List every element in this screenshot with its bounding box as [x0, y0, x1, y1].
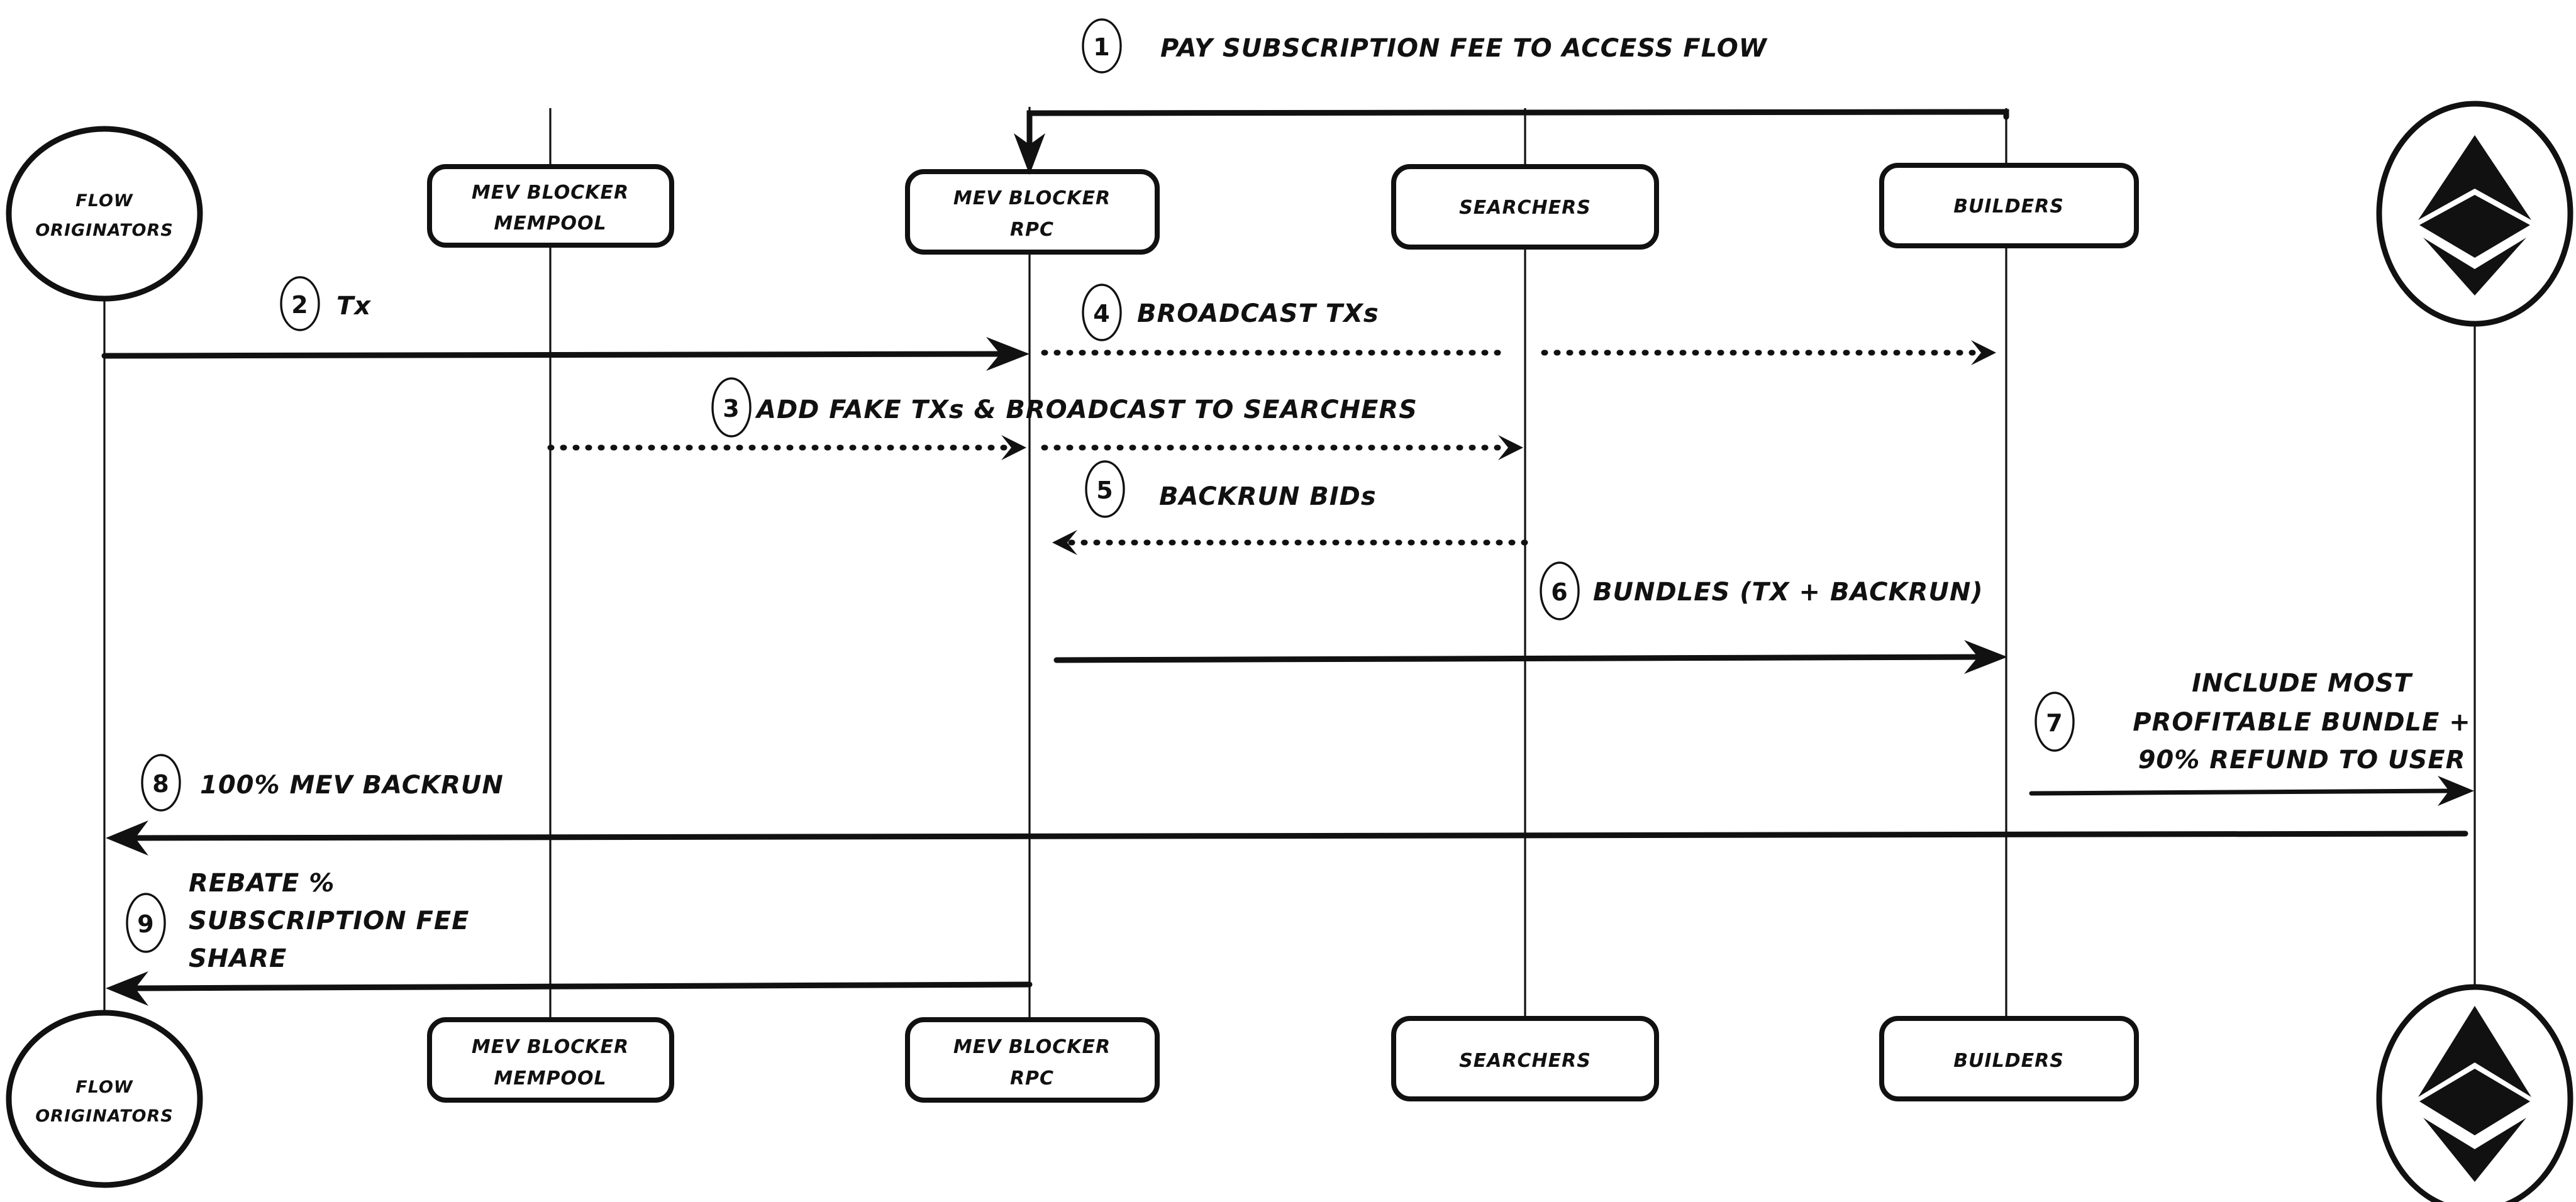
mev-blocker-rpc-box-top	[905, 169, 1160, 255]
message-7-label-line2: PROFITABLE BUNDLE +	[2133, 708, 2471, 737]
message-9[interactable]: 9 REBATE % SUBSCRIPTION FEE SHARE	[106, 869, 1033, 1006]
message-1-number-badge	[1082, 18, 1122, 74]
message-4-arrowhead	[1971, 340, 1996, 365]
node-searchers-top[interactable]: SEARCHERS	[1391, 164, 1659, 250]
message-2-line	[101, 351, 1009, 359]
message-3[interactable]: 3 ADD FAKE TXs & BROADCAST TO SEARCHERS	[547, 377, 1523, 460]
node-ethereum-top[interactable]	[2376, 101, 2573, 327]
flow-originators-label-line2-top: ORIGINATORS	[35, 221, 174, 240]
message-6-line	[1053, 654, 1987, 663]
flow-originators-label-line2-bottom: ORIGINATORS	[35, 1106, 174, 1126]
message-5-label: BACKRUN BIDs	[1159, 482, 1377, 511]
message-8-number-badge	[141, 754, 181, 812]
message-9-number-badge	[126, 893, 166, 953]
mev-blocker-mempool-label-line1-top: MEV BLOCKER	[472, 182, 629, 204]
message-8-label: 100% MEV BACKRUN	[200, 771, 504, 800]
message-1-number: 1	[1093, 33, 1110, 61]
message-6-arrowhead	[1964, 640, 2007, 674]
searchers-label-bottom: SEARCHERS	[1459, 1050, 1591, 1072]
flow-originators-ellipse-top	[6, 126, 203, 302]
message-2-number: 2	[291, 291, 308, 319]
mev-blocker-rpc-label-line2-top: RPC	[1010, 219, 1054, 241]
mev-blocker-mempool-label-line2-bottom: MEMPOOL	[494, 1067, 606, 1089]
message-2-label: Tx	[336, 292, 371, 321]
builders-box-bottom	[1879, 1016, 2139, 1101]
node-mev-blocker-mempool-top[interactable]: MEV BLOCKER MEMPOOL	[427, 164, 674, 248]
message-1-bracket-path	[1026, 109, 2009, 160]
message-8-line	[132, 830, 2468, 841]
message-3-number: 3	[723, 395, 740, 422]
message-3-label: ADD FAKE TXs & BROADCAST TO SEARCHERS	[755, 395, 1418, 424]
message-2-arrowhead	[986, 337, 1030, 371]
message-4-number-badge	[1082, 284, 1122, 341]
message-3-arrowhead-mid	[1001, 435, 1026, 460]
node-searchers-bottom[interactable]: SEARCHERS	[1391, 1016, 1659, 1101]
searchers-box-top	[1391, 164, 1659, 250]
message-9-arrowhead	[106, 971, 148, 1006]
message-1-arrowhead	[1014, 133, 1045, 175]
bottom-nodes-group: FLOW ORIGINATORS MEV BLOCKER MEMPOOL MEV…	[6, 984, 2573, 1202]
message-7-arrowhead	[2438, 776, 2474, 806]
message-8[interactable]: 8 100% MEV BACKRUN	[106, 754, 2468, 856]
builders-label-top: BUILDERS	[1953, 196, 2064, 218]
node-builders-top[interactable]: BUILDERS	[1879, 163, 2139, 248]
node-flow-originators-top[interactable]: FLOW ORIGINATORS	[6, 126, 203, 302]
node-mev-blocker-rpc-top[interactable]: MEV BLOCKER RPC	[905, 169, 1160, 255]
message-7-label-line3: 90% REFUND TO USER	[2138, 746, 2466, 775]
flow-originators-label-line1-bottom: FLOW	[75, 1078, 133, 1097]
message-8-arrowhead	[106, 820, 148, 856]
message-5[interactable]: 5 BACKRUN BIDs	[1052, 460, 1528, 555]
mev-blocker-mempool-label-line1-bottom: MEV BLOCKER	[472, 1036, 629, 1058]
message-3-arrowhead	[1498, 435, 1523, 460]
message-9-label-line3: SHARE	[189, 944, 287, 973]
message-6[interactable]: 6 BUNDLES (TX + BACKRUN)	[1053, 561, 2007, 674]
message-6-number-badge	[1540, 561, 1580, 620]
searchers-box-bottom	[1391, 1016, 1659, 1101]
flow-originators-label-line1-top: FLOW	[75, 191, 133, 211]
message-4[interactable]: 4 BROADCAST TXs	[1041, 284, 1996, 365]
message-9-line	[132, 981, 1033, 991]
ethereum-icon-bottom	[2418, 1006, 2531, 1182]
message-5-number: 5	[1096, 477, 1113, 504]
message-8-number: 8	[152, 770, 169, 798]
top-nodes-group: FLOW ORIGINATORS MEV BLOCKER MEMPOOL MEV…	[6, 101, 2573, 327]
node-mev-blocker-rpc-bottom[interactable]: MEV BLOCKER RPC	[905, 1017, 1160, 1103]
message-7[interactable]: 7 INCLUDE MOST PROFITABLE BUNDLE + 90% R…	[2029, 669, 2474, 806]
message-7-number: 7	[2046, 709, 2063, 737]
node-mev-blocker-mempool-bottom[interactable]: MEV BLOCKER MEMPOOL	[427, 1017, 674, 1103]
message-3-number-badge	[711, 377, 752, 438]
node-builders-bottom[interactable]: BUILDERS	[1879, 1016, 2139, 1101]
message-7-line	[2029, 788, 2455, 796]
ethereum-icon-top	[2418, 135, 2531, 295]
message-5-arrowhead	[1052, 530, 1077, 555]
message-2[interactable]: 2 Tx	[101, 276, 1030, 371]
message-9-label-line1: REBATE %	[189, 869, 335, 898]
message-6-number: 6	[1551, 578, 1568, 606]
builders-box-top	[1879, 163, 2139, 248]
node-flow-originators-bottom[interactable]: FLOW ORIGINATORS	[6, 1010, 203, 1188]
message-6-label: BUNDLES (TX + BACKRUN)	[1593, 578, 1984, 607]
message-5-number-badge	[1085, 460, 1125, 518]
mev-blocker-mempool-box-bottom	[427, 1017, 674, 1103]
mev-blocker-rpc-label-line1-top: MEV BLOCKER	[953, 187, 1111, 209]
mev-blocker-rpc-box-bottom	[905, 1017, 1160, 1103]
flow-originators-ellipse-bottom	[6, 1010, 203, 1188]
message-1-label: PAY SUBSCRIPTION FEE TO ACCESS FLOW	[1160, 34, 1768, 63]
message-9-number: 9	[137, 910, 154, 938]
message-1[interactable]: 1 PAY SUBSCRIPTION FEE TO ACCESS FLOW	[1014, 18, 2009, 175]
mev-blocker-rpc-label-line2-bottom: RPC	[1010, 1067, 1054, 1089]
mev-blocker-rpc-label-line1-bottom: MEV BLOCKER	[953, 1036, 1111, 1058]
node-ethereum-bottom[interactable]	[2376, 984, 2573, 1202]
searchers-label-top: SEARCHERS	[1459, 197, 1591, 219]
mev-blocker-mempool-box-top	[427, 164, 674, 248]
message-4-label: BROADCAST TXs	[1137, 299, 1379, 328]
message-4-number: 4	[1093, 300, 1110, 328]
message-7-label-line1: INCLUDE MOST	[2192, 669, 2413, 698]
message-7-number-badge	[2035, 692, 2075, 752]
message-9-label-line2: SUBSCRIPTION FEE	[189, 907, 470, 935]
message-2-number-badge	[280, 276, 320, 331]
mev-blocker-mempool-label-line2-top: MEMPOOL	[494, 212, 606, 234]
builders-label-bottom: BUILDERS	[1953, 1050, 2064, 1072]
